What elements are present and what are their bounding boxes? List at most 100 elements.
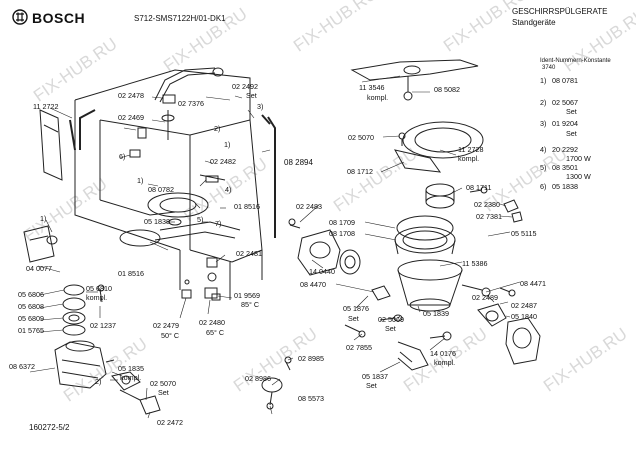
part-label: 08 6372 bbox=[9, 362, 35, 371]
part-label: 08 0782 bbox=[148, 185, 174, 194]
sump-pot bbox=[397, 259, 491, 312]
part-label: 05 6808 bbox=[18, 302, 44, 311]
bosch-logo-icon bbox=[12, 9, 28, 25]
sensor-part bbox=[261, 356, 292, 410]
part-label: 02 8986 bbox=[245, 374, 271, 383]
part-label: 02 2481 bbox=[236, 249, 262, 258]
cover-plate bbox=[394, 121, 484, 173]
filter-cylinder bbox=[425, 183, 455, 209]
legend-note: Set bbox=[566, 107, 577, 116]
part-label: 05 1839 bbox=[423, 309, 449, 318]
part-label: 02 5069 bbox=[378, 315, 404, 324]
part-label: Set bbox=[348, 314, 359, 323]
part-label: 02 7855 bbox=[346, 343, 372, 352]
pump-housing-left bbox=[54, 340, 115, 389]
legend-code: 05 1838 bbox=[552, 182, 578, 191]
part-label: 02 2487 bbox=[511, 301, 537, 310]
part-label: 01 5765 bbox=[18, 326, 44, 335]
part-label: 08 4471 bbox=[520, 279, 546, 288]
part-label: 01 9569 bbox=[234, 291, 260, 300]
part-label: 08 1708 bbox=[329, 229, 355, 238]
part-label: 11 2722 bbox=[33, 102, 59, 111]
part-label: 11 3546 bbox=[359, 83, 385, 92]
top-pipe bbox=[154, 67, 224, 140]
part-label: Set bbox=[385, 324, 396, 333]
doc-number: 160272-5/2 bbox=[29, 423, 70, 432]
part-label: 65° C bbox=[206, 328, 225, 337]
part-label: kompl. bbox=[434, 358, 456, 367]
part-label: 02 2492 bbox=[232, 82, 258, 91]
legend-code: 02 5067 bbox=[552, 98, 578, 107]
part-label: 02 7376 bbox=[178, 99, 204, 108]
part-label: 2) bbox=[214, 124, 221, 133]
clip-parts bbox=[469, 186, 523, 223]
category-title: GESCHIRRSPÜLGERATE bbox=[512, 7, 608, 16]
part-label: 05 1835 bbox=[118, 364, 144, 373]
leader-lines bbox=[29, 75, 521, 419]
part-label: kompl. bbox=[86, 293, 108, 302]
spray-arm bbox=[350, 59, 479, 101]
part-label: 08 2894 bbox=[284, 158, 313, 167]
part-label: kompl. bbox=[120, 373, 142, 382]
part-label: 14 0176 bbox=[430, 349, 456, 358]
part-label: Set bbox=[158, 388, 169, 397]
part-label: 02 1237 bbox=[90, 321, 116, 330]
part-label: 05 5115 bbox=[511, 229, 537, 238]
rear-rail bbox=[69, 109, 276, 238]
legend-code: 20 2292 bbox=[552, 145, 578, 154]
brand-name: BOSCH bbox=[32, 10, 86, 26]
legend-note: 1700 W bbox=[566, 154, 591, 163]
part-label: 11 2728 bbox=[458, 145, 484, 154]
legend-number: 6) bbox=[540, 182, 547, 191]
part-label: Set bbox=[366, 381, 377, 390]
part-label: 7) bbox=[215, 219, 222, 228]
part-label: 04 0077 bbox=[26, 264, 52, 273]
part-label: 1) bbox=[224, 140, 231, 149]
door-part bbox=[23, 109, 63, 263]
part-label: 02 5070 bbox=[348, 133, 374, 142]
legend-note: Set bbox=[566, 129, 577, 138]
subcategory-title: Standgeräte bbox=[512, 18, 556, 27]
model-number: S712-SMS7122H/01-DK1 bbox=[134, 14, 226, 23]
part-label: 02 2479 bbox=[153, 321, 179, 330]
part-label: 4) bbox=[225, 185, 232, 194]
part-label: 08 5573 bbox=[298, 394, 324, 403]
part-label: 05 6806 bbox=[18, 290, 44, 299]
drain-pump bbox=[477, 287, 541, 365]
legend-number: 5) bbox=[540, 163, 547, 172]
part-label: 14 0440 bbox=[309, 267, 335, 276]
part-label: 05 1840 bbox=[511, 312, 537, 321]
part-label: kompl. bbox=[458, 154, 480, 163]
part-label: 50° C bbox=[161, 331, 180, 340]
part-label: 08 5082 bbox=[434, 85, 460, 94]
part-label: 05 1838 bbox=[144, 217, 170, 226]
tub-sump bbox=[119, 192, 241, 247]
part-label: 02 2380 bbox=[474, 200, 500, 209]
part-label: 01 8516 bbox=[234, 202, 260, 211]
part-label: 05 6809 bbox=[18, 314, 44, 323]
legend-note: 1300 W bbox=[566, 172, 591, 181]
part-label: 02 2478 bbox=[118, 91, 144, 100]
legend-number: 1) bbox=[540, 76, 547, 85]
part-label: 02 2482 bbox=[210, 157, 236, 166]
part-label: 02 2489 bbox=[472, 293, 498, 302]
part-label: kompl. bbox=[367, 93, 389, 102]
part-label: 02 7381 bbox=[476, 212, 502, 221]
part-label: 85° C bbox=[241, 300, 260, 309]
legend-code: 08 3501 bbox=[552, 163, 578, 172]
part-label: 11 5386 bbox=[462, 259, 488, 268]
fine-filter bbox=[394, 215, 456, 255]
part-label: 08 4470 bbox=[300, 280, 326, 289]
part-label: 6) bbox=[119, 152, 126, 161]
part-label: Set bbox=[246, 91, 257, 100]
part-label: 02 2483 bbox=[296, 202, 322, 211]
legend-number: 4) bbox=[540, 145, 547, 154]
legend-number: 2) bbox=[540, 98, 547, 107]
part-label: 05 6810 bbox=[86, 284, 112, 293]
part-label: 08 1712 bbox=[347, 167, 373, 176]
valve-part bbox=[111, 371, 161, 415]
legend-code: 08 0781 bbox=[552, 76, 578, 85]
part-label: 02 8985 bbox=[298, 354, 324, 363]
